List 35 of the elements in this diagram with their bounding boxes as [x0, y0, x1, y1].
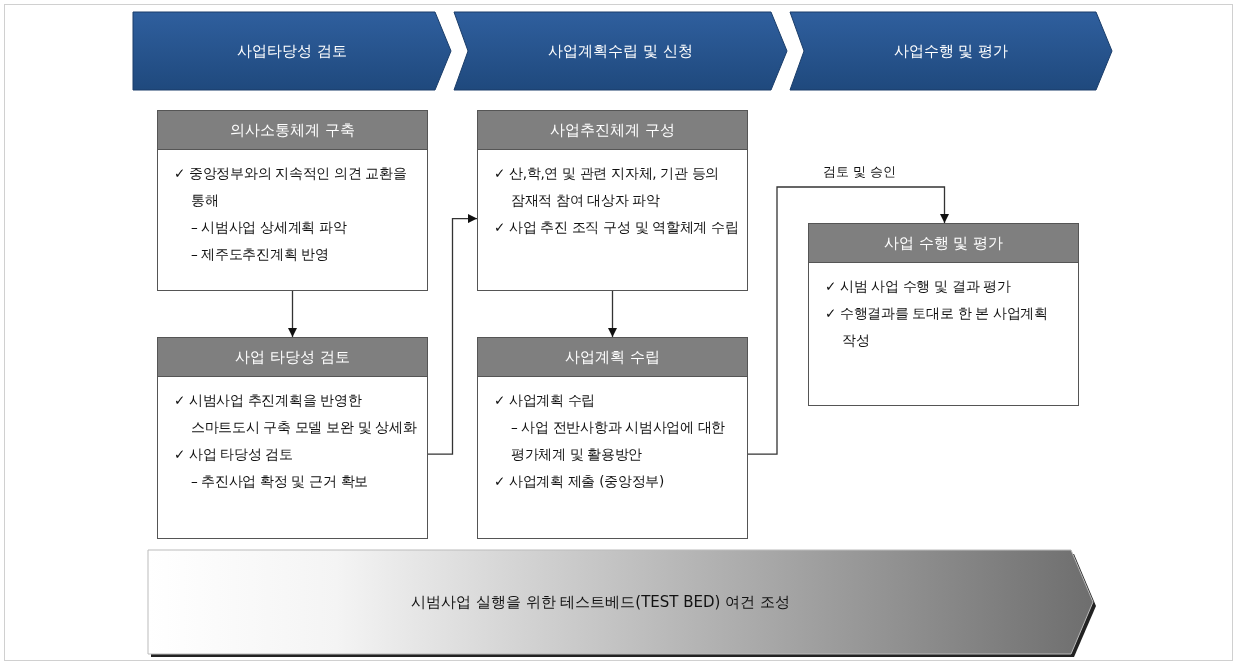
bullet-text: ✓ 시범 사업 수행 및 결과 평가 [825, 277, 1012, 296]
step-card [157, 337, 428, 539]
bullet-text: ✓ 사업계획 수립 [494, 391, 597, 410]
step-card [477, 110, 748, 291]
phase-banner [454, 12, 787, 90]
card-header: 사업추진체계 구성 [478, 111, 747, 150]
phase-label: 사업계획수립 및 신청 [547, 41, 694, 61]
bullet-text: – 시범사업 상세계획 파악 [189, 218, 348, 237]
phase-banner [790, 12, 1112, 90]
bullet-text: ✓ 산,학,연 및 관련 지자체, 기관 등의 잠재적 참여 대상자 파악 [494, 164, 721, 210]
connector-arrow [747, 186, 949, 455]
phase-label: 사업수행 및 평가 [892, 41, 1010, 61]
bullet-text: ✓ 중앙정부와의 지속적인 의견 교환을 통해 [174, 164, 408, 210]
card-header: 의사소통체계 구축 [158, 111, 427, 150]
card-header: 사업 수행 및 평가 [809, 224, 1078, 263]
bullet-text: – 사업 전반사항과 시범사업에 대한 평가체계 및 활용방안 [509, 418, 727, 464]
bullet-text: ✓ 사업 타당성 검토 [174, 445, 294, 464]
foundation-banner [148, 550, 1093, 654]
connector-arrow [427, 214, 478, 455]
step-card [808, 223, 1079, 406]
connector-arrow [288, 290, 297, 338]
bullet-text: ✓ 수행결과를 토대로 한 본 사업계획 작성 [825, 304, 1049, 350]
phase-banner [133, 12, 451, 90]
bullet-text: – 추진사업 확정 및 근거 확보 [189, 472, 369, 491]
step-card [477, 337, 748, 539]
phase-label: 사업타당성 검토 [236, 41, 348, 61]
bullet-text: – 제주도추진계획 반영 [189, 245, 330, 264]
bullet-text: ✓ 사업계획 제출 (중앙정부) [494, 472, 665, 491]
card-header: 사업계획 수립 [478, 338, 747, 377]
step-card [157, 110, 428, 291]
bullet-text: ✓ 사업 추진 조직 구성 및 역할체계 수립 [494, 218, 739, 237]
connector-arrow [608, 290, 617, 338]
bullet-text: ✓ 시범사업 추진계획을 반영한 스마트도시 구축 모델 보완 및 상세화 [174, 391, 418, 437]
arrow-label: 시범사업 실행을 위한 테스트베드(TEST BED) 여건 조성 [410, 592, 791, 612]
card-header: 사업 타당성 검토 [158, 338, 427, 377]
